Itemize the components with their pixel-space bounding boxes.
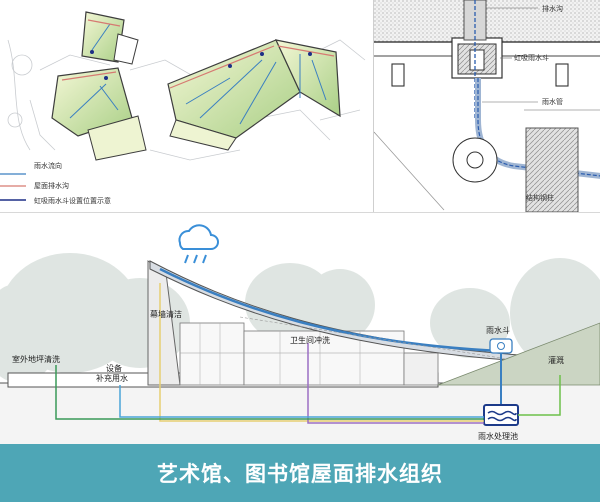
reuse-water-lines	[55, 283, 561, 424]
page-title: 艺术馆、图书馆屋面排水组织	[157, 462, 443, 486]
drain-detail-panel: 排水沟 虹吸雨水斗 雨水管 结构钢柱	[373, 0, 600, 212]
line-outdoor	[55, 365, 484, 420]
rain-cloud-icon	[178, 224, 219, 264]
roof-gutter-lines	[61, 19, 335, 89]
title-bar: 艺术馆、图书馆屋面排水组织	[0, 444, 600, 502]
label-siphon-drain: 虹吸雨水斗	[514, 53, 549, 62]
roof-segment-c	[167, 39, 341, 151]
landscape-slope	[437, 322, 600, 386]
label-outdoor: 室外地坪清洗	[12, 354, 60, 364]
roof-build-up	[374, 0, 600, 42]
roof-segment-b	[51, 67, 147, 161]
plan-legend: 雨水流向 屋面排水沟 虹吸雨水斗设置位置示意	[0, 161, 111, 205]
beam-section-left	[391, 63, 405, 87]
building-section-panel: 幕墙清洁 卫生间冲洗 雨水斗 室外地坪清洗 设备 补充用水 灌溉 雨水处理池	[0, 212, 600, 444]
label-toilet: 卫生间冲洗	[290, 335, 330, 345]
label-irrigation: 灌溉	[548, 355, 564, 365]
line-curtain-wall	[159, 283, 484, 422]
line-equipment	[119, 385, 484, 418]
label-steel-column: 结构钢柱	[526, 193, 554, 202]
label-gutter: 排水沟	[542, 4, 563, 13]
roof-plan-panel: 雨水流向 屋面排水沟 虹吸雨水斗设置位置示意	[0, 0, 373, 212]
structural-steel-column	[525, 127, 579, 212]
label-curtain-wall: 幕墙清洁	[150, 309, 182, 319]
line-toilet	[307, 343, 484, 424]
line-irrigation	[518, 375, 561, 416]
rain-flow-arrows	[69, 23, 327, 125]
legend-label-rain-flow: 雨水流向	[34, 161, 62, 170]
beam-section-right	[555, 63, 569, 87]
drain-detail-drawing: 排水沟 虹吸雨水斗 雨水管 结构钢柱	[374, 0, 600, 212]
roof-segment-a	[81, 11, 139, 65]
roof-rain-flow	[159, 267, 501, 353]
building-section-drawing: 幕墙清洁 卫生间冲洗 雨水斗 室外地坪清洗 设备 补充用水 灌溉 雨水处理池	[0, 224, 600, 444]
label-rain-drain: 雨水斗	[486, 325, 510, 335]
rain-drain-icon	[489, 338, 513, 354]
rainwater-tank-icon	[483, 404, 519, 426]
gutter-channel	[451, 37, 503, 79]
label-rain-pipe: 雨水管	[542, 97, 563, 106]
legend-label-gutter: 屋面排水沟	[34, 181, 69, 190]
siphon-drain-markers	[90, 50, 312, 80]
building-section	[147, 260, 439, 386]
roof-plan-drawing: 雨水流向 屋面排水沟 虹吸雨水斗设置位置示意	[0, 11, 366, 205]
label-treatment-tank: 雨水处理池	[478, 431, 518, 441]
label-equipment: 设备 补充用水	[96, 363, 128, 383]
legend-label-siphon: 虹吸雨水斗设置位置示意	[34, 196, 111, 205]
